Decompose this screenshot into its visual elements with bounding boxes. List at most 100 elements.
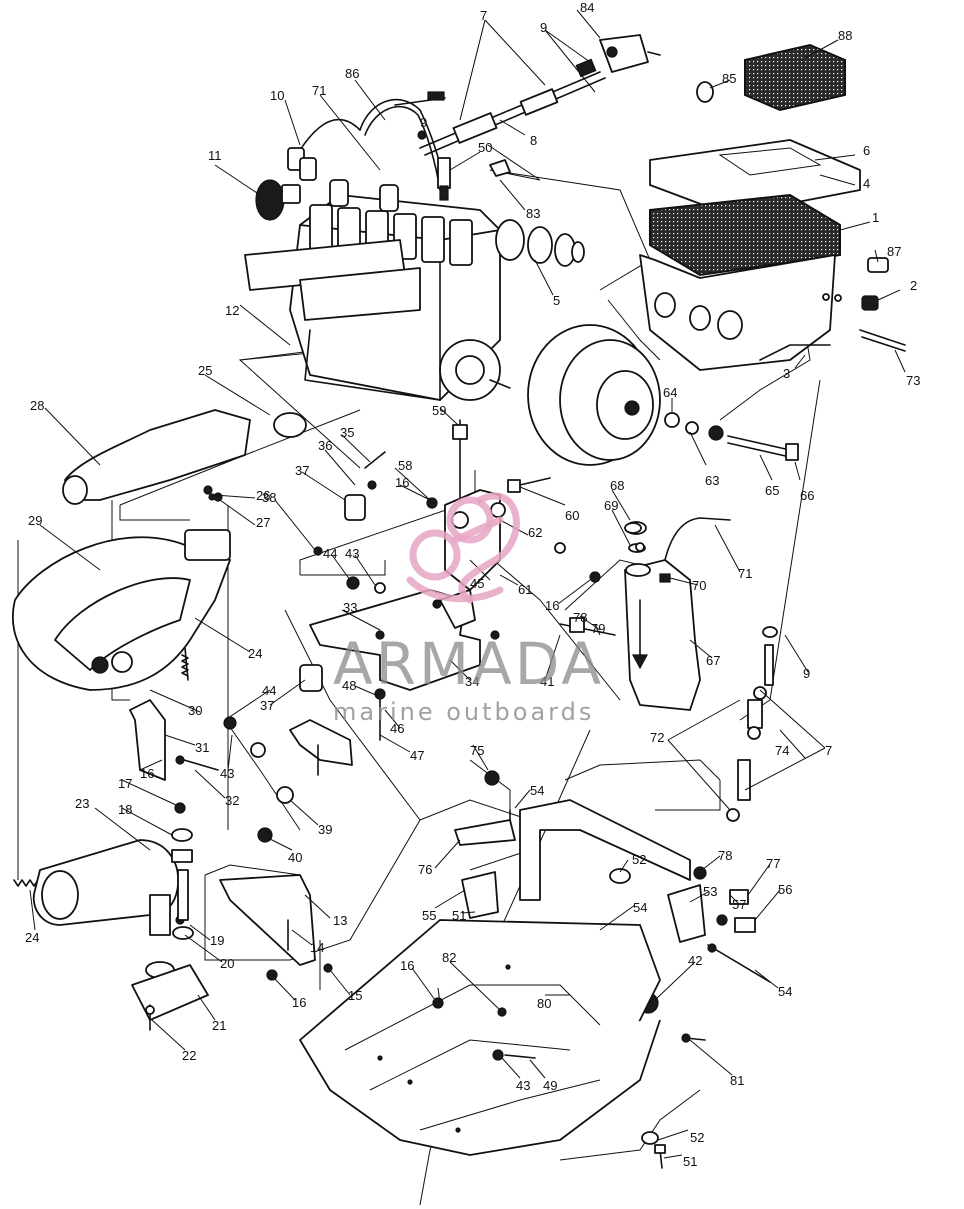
callout-60: 60 (565, 508, 579, 523)
callout-56: 56 (778, 882, 792, 897)
callout-32: 32 (225, 793, 239, 808)
callout-16: 16 (400, 958, 414, 973)
callout-49: 49 (543, 1078, 557, 1093)
callout-71: 71 (312, 83, 326, 98)
callout-48: 48 (342, 678, 356, 693)
callout-2: 2 (910, 278, 917, 293)
callout-23: 23 (75, 796, 89, 811)
callout-43: 43 (345, 546, 359, 561)
callout-72: 72 (650, 730, 664, 745)
callout-79: 79 (591, 621, 605, 636)
callout-71: 71 (738, 566, 752, 581)
callout-24: 24 (25, 930, 39, 945)
callout-78: 78 (573, 610, 587, 625)
callout-9: 9 (803, 666, 810, 681)
callout-54: 54 (633, 900, 647, 915)
callout-36: 36 (318, 438, 332, 453)
callout-62: 62 (528, 525, 542, 540)
callout-34: 34 (465, 674, 479, 689)
callout-42: 42 (688, 953, 702, 968)
callout-31: 31 (195, 740, 209, 755)
callout-24: 24 (248, 646, 262, 661)
callout-18: 18 (118, 802, 132, 817)
callout-65: 65 (765, 483, 779, 498)
callout-67: 67 (706, 653, 720, 668)
callout-16: 16 (545, 598, 559, 613)
callout-11: 11 (208, 148, 222, 163)
pto-mount (426, 419, 566, 591)
drive-clutch (527, 324, 799, 466)
anchor-logo-icon (406, 492, 520, 604)
callout-16: 16 (292, 995, 306, 1010)
callout-82: 82 (442, 950, 456, 965)
callout-86: 86 (345, 66, 359, 81)
cylinder-fins (309, 204, 473, 266)
airbox-lid (649, 139, 861, 216)
callout-21: 21 (212, 1018, 226, 1033)
callout-35: 35 (340, 425, 354, 440)
callout-75: 75 (470, 743, 484, 758)
callout-8: 8 (530, 133, 537, 148)
callout-6: 6 (863, 143, 870, 158)
watermark-tagline: marine outboards (333, 698, 594, 726)
airbox-hardware (822, 257, 906, 352)
callout-40: 40 (288, 850, 302, 865)
callout-20: 20 (220, 956, 234, 971)
callout-80: 80 (537, 996, 551, 1011)
expansion-chamber (11, 529, 231, 691)
muffler-bracket (129, 699, 219, 781)
callout-26: 26 (256, 488, 270, 503)
callout-88: 88 (838, 28, 852, 43)
callout-47: 47 (410, 748, 424, 763)
callout-46: 46 (390, 721, 404, 736)
callout-9: 9 (420, 115, 427, 130)
leader-lines (29, 9, 906, 1159)
watermark: ARMADA marine outboards (333, 492, 604, 726)
rear-mount-bracket (219, 874, 333, 981)
callout-70: 70 (692, 578, 706, 593)
engine-block (244, 179, 511, 401)
mount-hardware-17-18 (171, 802, 193, 863)
callout-41: 41 (540, 674, 554, 689)
engine-strap (289, 688, 386, 776)
callout-85: 85 (722, 71, 736, 86)
cable-assembly (419, 34, 661, 156)
callout-74: 74 (775, 743, 789, 758)
callout-68: 68 (610, 478, 624, 493)
callout-81: 81 (730, 1073, 744, 1088)
callout-57: 57 (732, 897, 746, 912)
callout-25: 25 (198, 363, 212, 378)
callout-13: 13 (333, 913, 347, 928)
callout-54: 54 (778, 984, 792, 999)
callout-5: 5 (553, 293, 560, 308)
callout-29: 29 (28, 513, 42, 528)
callout-27: 27 (256, 515, 270, 530)
callout-33: 33 (343, 600, 357, 615)
callout-44: 44 (323, 546, 337, 561)
callout-15: 15 (348, 988, 362, 1003)
callout-55: 55 (422, 908, 436, 923)
rubber-mounts (223, 451, 386, 843)
callout-52: 52 (632, 852, 646, 867)
callout-7: 7 (825, 743, 832, 758)
callout-59: 59 (432, 403, 446, 418)
callout-14: 14 (310, 940, 324, 955)
callout-19: 19 (210, 933, 224, 948)
exhaust-manifold (62, 409, 307, 505)
callout-83: 83 (526, 206, 540, 221)
callout-52: 52 (690, 1130, 704, 1145)
callout-63: 63 (705, 473, 719, 488)
callout-73: 73 (906, 373, 920, 388)
callout-45: 45 (470, 576, 484, 591)
callout-12: 12 (225, 303, 239, 318)
callout-39: 39 (318, 822, 332, 837)
watermark-brand: ARMADA (333, 630, 604, 698)
callout-51: 51 (452, 908, 466, 923)
callout-30: 30 (188, 703, 202, 718)
callout-1: 1 (872, 210, 879, 225)
callout-4: 4 (863, 176, 870, 191)
callout-7: 7 (480, 8, 487, 23)
airbox-base (639, 254, 836, 371)
callout-76: 76 (418, 862, 432, 877)
spark-plug (437, 157, 451, 201)
